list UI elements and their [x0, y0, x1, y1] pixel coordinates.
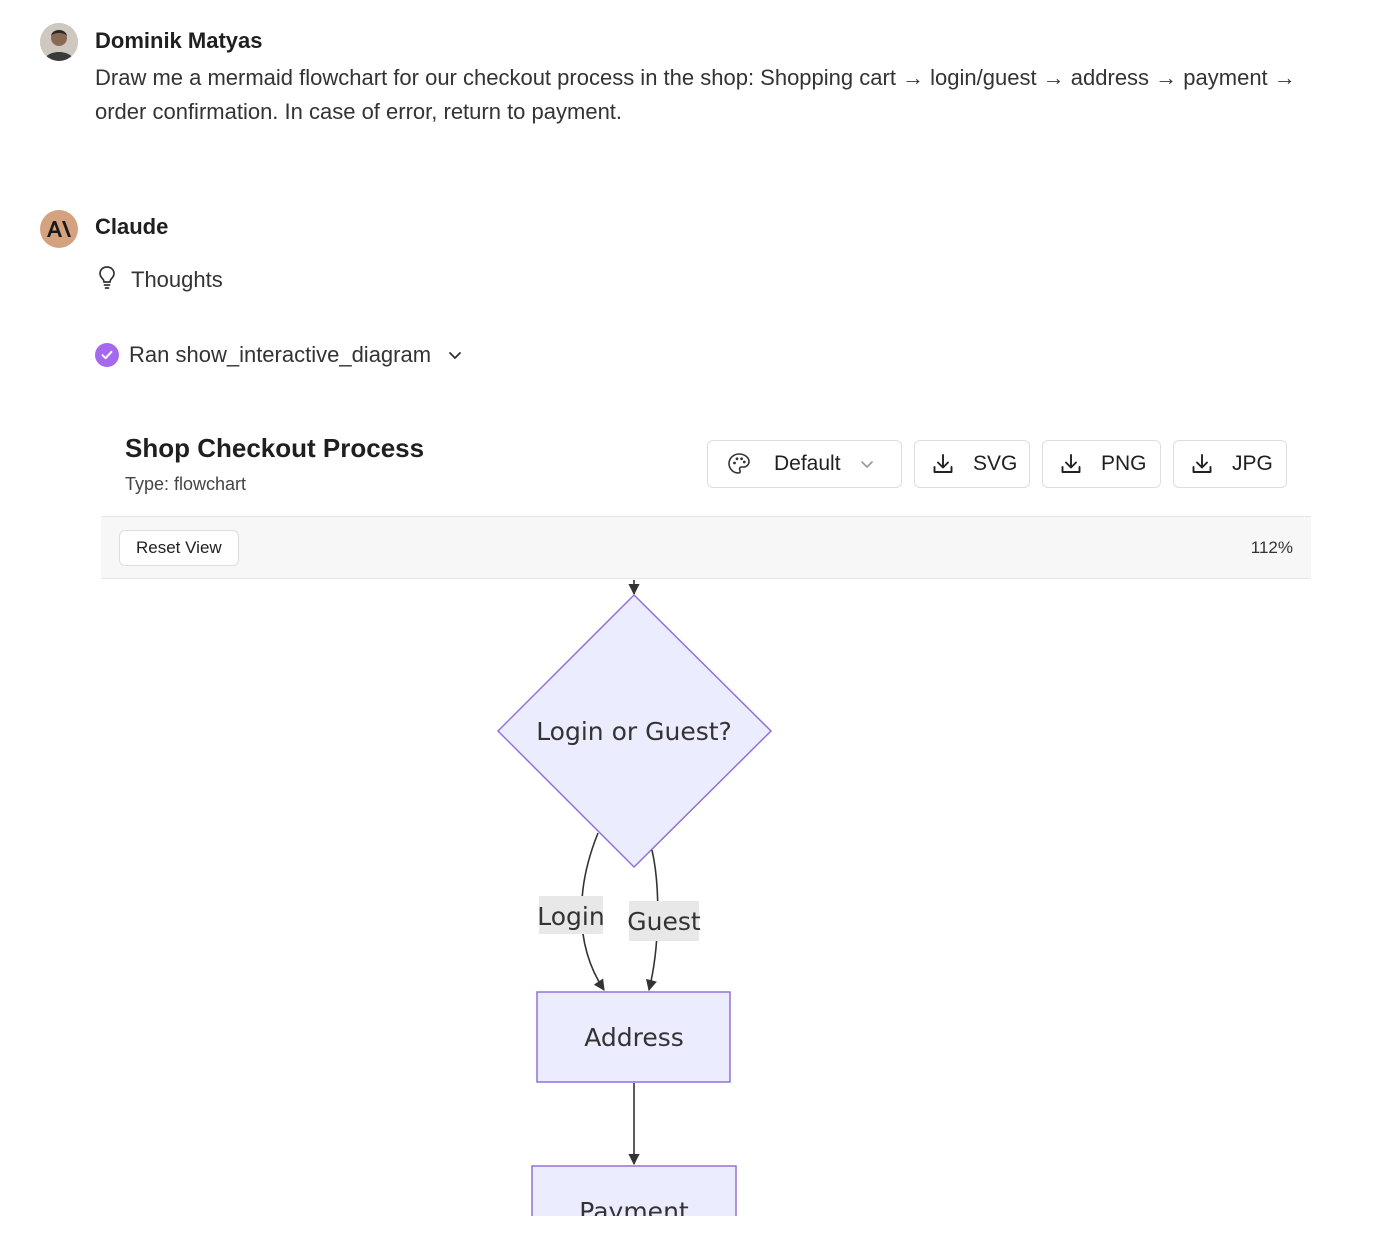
edge-label-login: Login — [537, 896, 605, 934]
theme-select[interactable]: Default — [707, 440, 902, 488]
node-address-label: Address — [584, 1023, 684, 1052]
export-svg-label: SVG — [973, 452, 1018, 475]
download-icon — [1059, 452, 1083, 476]
node-payment-label: Payment — [579, 1197, 689, 1216]
anthropic-logo-icon — [47, 221, 71, 237]
export-jpg-button[interactable]: JPG — [1173, 440, 1287, 488]
diagram-type: Type: flowchart — [125, 474, 247, 494]
download-icon — [1190, 452, 1214, 476]
thoughts-label: Thoughts — [131, 267, 223, 292]
download-icon — [931, 452, 955, 476]
theme-select-value: Default — [774, 452, 841, 475]
chevron-down-icon — [859, 456, 875, 472]
diagram-title: Shop Checkout Process — [125, 433, 425, 463]
chevron-down-icon — [447, 347, 463, 363]
tool-run-toggle[interactable]: Ran show_interactive_diagram — [95, 342, 463, 368]
user-message: Draw me a mermaid flowchart for our chec… — [95, 65, 1296, 124]
node-decision[interactable]: Login or Guest? — [496, 593, 773, 869]
export-png-button[interactable]: PNG — [1042, 440, 1161, 488]
zoom-level: 112% — [1250, 538, 1293, 557]
thoughts-toggle[interactable]: Thoughts — [95, 264, 223, 296]
palette-icon — [726, 451, 752, 477]
user-name: Dominik Matyas — [95, 28, 263, 53]
edge-guest-label: Guest — [627, 907, 701, 936]
diagram-toolbar: Reset View 112% — [101, 516, 1311, 579]
edge-label-guest: Guest — [627, 901, 701, 941]
claude-avatar — [40, 210, 78, 248]
export-svg-button[interactable]: SVG — [914, 440, 1030, 488]
check-circle-icon — [95, 343, 119, 367]
user-avatar — [40, 23, 78, 61]
reset-view-button[interactable]: Reset View — [119, 530, 239, 566]
lightbulb-icon — [95, 264, 119, 296]
edge-login-label: Login — [537, 902, 604, 931]
tool-run-label: Ran show_interactive_diagram — [129, 342, 432, 367]
node-payment[interactable]: Payment — [531, 1165, 737, 1216]
assistant-name: Claude — [95, 214, 169, 239]
export-jpg-label: JPG — [1232, 452, 1273, 475]
export-png-label: PNG — [1101, 452, 1147, 475]
node-address[interactable]: Address — [536, 991, 731, 1083]
diagram-canvas[interactable]: Login or Guest? Login Guest Address Paym… — [101, 580, 1311, 1216]
node-decision-label: Login or Guest? — [536, 717, 732, 746]
